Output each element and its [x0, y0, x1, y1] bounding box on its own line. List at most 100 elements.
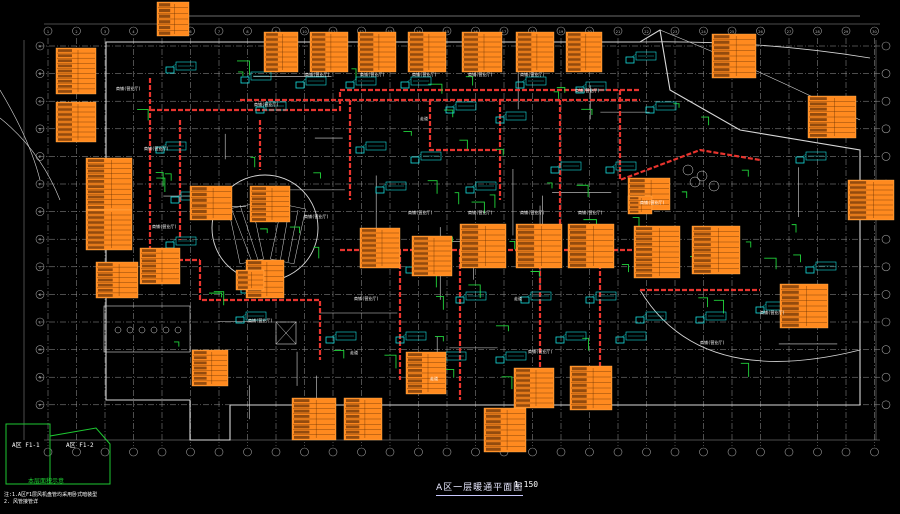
tag-text-stub	[462, 263, 479, 267]
grid-column-bubble	[214, 26, 224, 36]
grid-column-label: 7	[218, 30, 220, 34]
tag-text-stub	[98, 288, 113, 292]
fcu-body	[170, 196, 180, 204]
equipment-tag	[55, 101, 97, 143]
grid-column-bubble	[870, 447, 879, 457]
grid-row-label: E	[39, 155, 41, 159]
pipe-segment	[435, 295, 444, 310]
grid-row-bubble	[35, 400, 45, 410]
tag-text-stub	[294, 420, 310, 424]
equipment-tag	[565, 31, 603, 73]
fcu-unit	[155, 141, 187, 154]
tag-text-stub	[518, 43, 532, 46]
grid-column-bubble	[43, 447, 53, 457]
tag-text-stub	[810, 133, 827, 137]
tag-text-stub	[782, 290, 799, 294]
tag-text-stub	[142, 280, 156, 283]
tag-text-stub	[414, 257, 428, 260]
tag-text-stub	[714, 40, 730, 44]
fcu-body	[550, 166, 560, 174]
pipe-segment	[556, 87, 566, 93]
fcu-label-box	[475, 181, 497, 191]
service-core	[103, 305, 297, 353]
grid-column-bubble	[613, 26, 623, 36]
fcu-label-box	[505, 351, 527, 361]
tag-text-stub	[630, 210, 639, 213]
room-name: 商铺(营业厅)	[254, 101, 279, 107]
equipment-tag	[291, 397, 337, 441]
grid-column-bubble	[670, 447, 680, 457]
tag-text-stub	[294, 425, 310, 429]
equipment-tag	[85, 209, 133, 251]
fcu-label-box	[355, 76, 377, 86]
tag-text-stub	[850, 186, 867, 189]
tag-text-stub	[360, 58, 374, 61]
pipe-segment	[443, 109, 454, 118]
pipe-segment	[213, 291, 225, 306]
fcu-body	[455, 296, 465, 304]
tag-text-stub	[410, 38, 424, 41]
pipe-segment	[384, 354, 397, 369]
tag-text-stub	[410, 63, 424, 66]
fcu-body	[395, 336, 405, 344]
grid-column-label: 3	[104, 30, 106, 34]
grid-column-bubble	[756, 26, 765, 36]
supply-duct	[428, 100, 500, 152]
grid-column-bubble	[699, 447, 708, 457]
tag-text-stub	[408, 368, 422, 372]
equipment-tag	[411, 235, 453, 277]
tag-text-stub	[486, 447, 501, 451]
curved-wall-south	[639, 289, 861, 362]
tag-text-stub	[88, 164, 105, 168]
tag-text-stub	[516, 399, 530, 402]
room-name: 走道	[420, 115, 428, 121]
grid-column-bubble	[328, 447, 338, 457]
tag-text-stub	[194, 371, 207, 375]
tag-text-stub	[252, 192, 266, 196]
fcu-unit	[465, 181, 497, 194]
pipe-segment	[582, 337, 589, 351]
tag-text-stub	[410, 48, 424, 51]
tag-text-stub	[192, 204, 207, 208]
tag-text-stub	[782, 323, 799, 327]
grid-row-label: D	[39, 127, 42, 131]
pipe-segment	[701, 116, 710, 126]
room-name: 商铺(营业厅)	[412, 71, 437, 77]
grid-row-bubble	[35, 372, 45, 382]
tag-text-stub	[464, 43, 478, 46]
tag-text-stub	[414, 262, 428, 265]
tag-text-stub	[294, 430, 310, 434]
fcu-leader	[241, 313, 247, 318]
tag-text-stub	[518, 33, 532, 36]
tag-text-stub	[486, 436, 501, 440]
planter-circle	[708, 180, 720, 192]
tag-text-stub	[572, 405, 587, 409]
grid-column-label: 17	[502, 30, 506, 34]
tag-text-stub	[266, 68, 278, 71]
pipe-segment	[156, 177, 166, 192]
plaza-features	[682, 164, 720, 192]
tag-text-stub	[58, 133, 72, 136]
fcu-label-box	[815, 261, 837, 271]
tag-text-stub	[486, 420, 501, 424]
fcu-unit	[235, 311, 267, 324]
tag-text-stub	[142, 269, 156, 273]
equipment-tag	[359, 227, 401, 269]
grid-column-bubble	[385, 447, 395, 457]
tag-text-stub	[360, 63, 374, 66]
equipment-tag	[779, 283, 829, 329]
fcu-label-box	[175, 236, 197, 246]
tag-text-stub	[810, 123, 827, 127]
grid-row-bubble	[35, 69, 45, 78]
room-name: 商铺(营业厅)	[248, 317, 273, 323]
grid-column-bubble	[585, 447, 594, 457]
grid-row-label: L	[39, 321, 41, 325]
tag-text-stub	[782, 312, 799, 316]
equipment-tag	[513, 367, 555, 409]
grid-column-bubble	[271, 447, 281, 457]
grid-column-bubble	[699, 26, 708, 36]
tag-text-stub	[464, 63, 478, 66]
pipe-segment	[489, 194, 496, 208]
